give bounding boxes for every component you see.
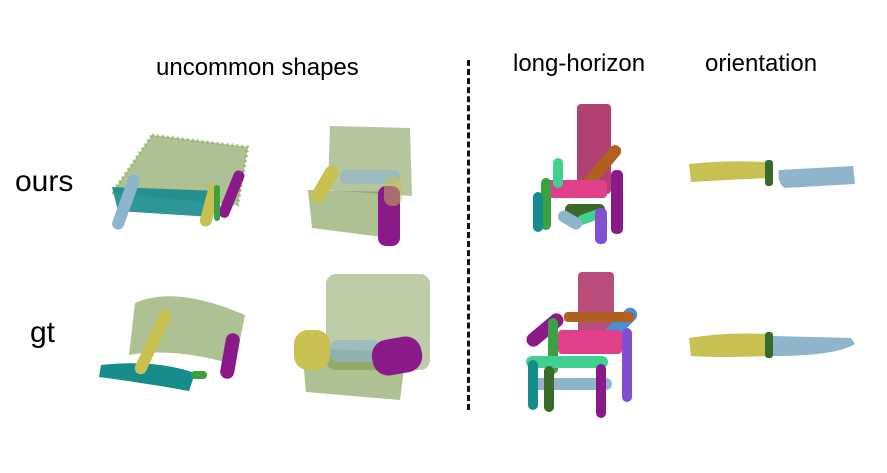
gt-uncommon-shape-1 [99,296,245,391]
gt-orientation-knife [689,332,855,358]
gt-uncommon-shape-2 [294,274,430,400]
ours-long-horizon-chair [533,104,623,244]
dashed-divider [467,60,470,410]
row-label-gt: gt [30,316,56,349]
header-long-horizon: long-horizon [513,50,646,77]
header-orientation: orientation [705,50,818,77]
row-label-ours: ours [15,165,74,198]
ours-uncommon-shape-1 [109,133,250,230]
gt-long-horizon-chair [526,272,638,418]
ours-uncommon-shape-2 [308,126,412,246]
ours-orientation-knife [689,160,855,188]
header-uncommon-shapes: uncommon shapes [156,54,359,81]
